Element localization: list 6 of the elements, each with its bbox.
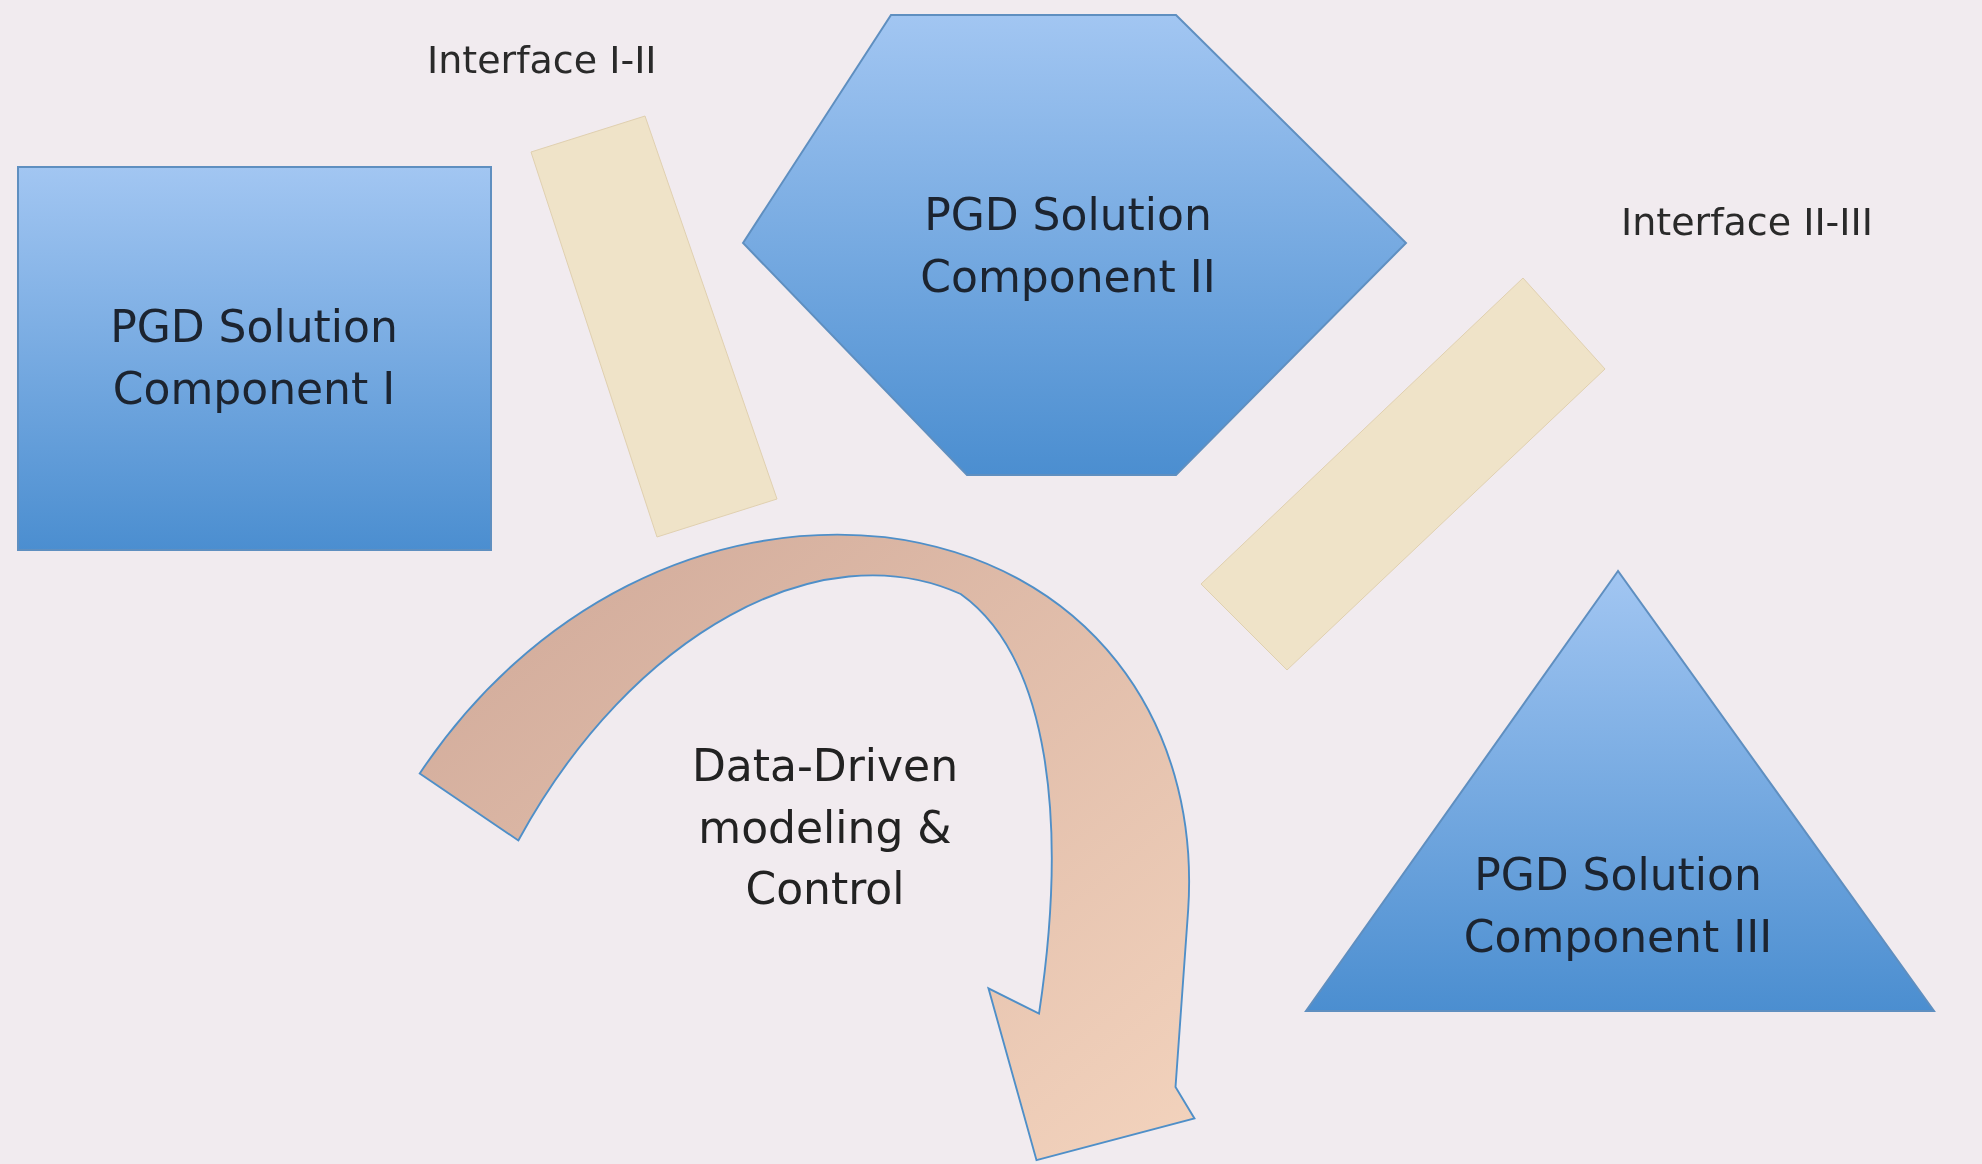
interface-label: Interface I-II <box>427 38 657 82</box>
component-label: PGD Solution Component II <box>919 188 1217 304</box>
interface-label: Interface II-III <box>1621 200 1873 244</box>
component-label: PGD Solution Component I <box>109 300 399 416</box>
arrow-caption: Data-Driven modeling & Control <box>690 739 960 917</box>
component-label: PGD Solution Component III <box>1462 848 1774 964</box>
